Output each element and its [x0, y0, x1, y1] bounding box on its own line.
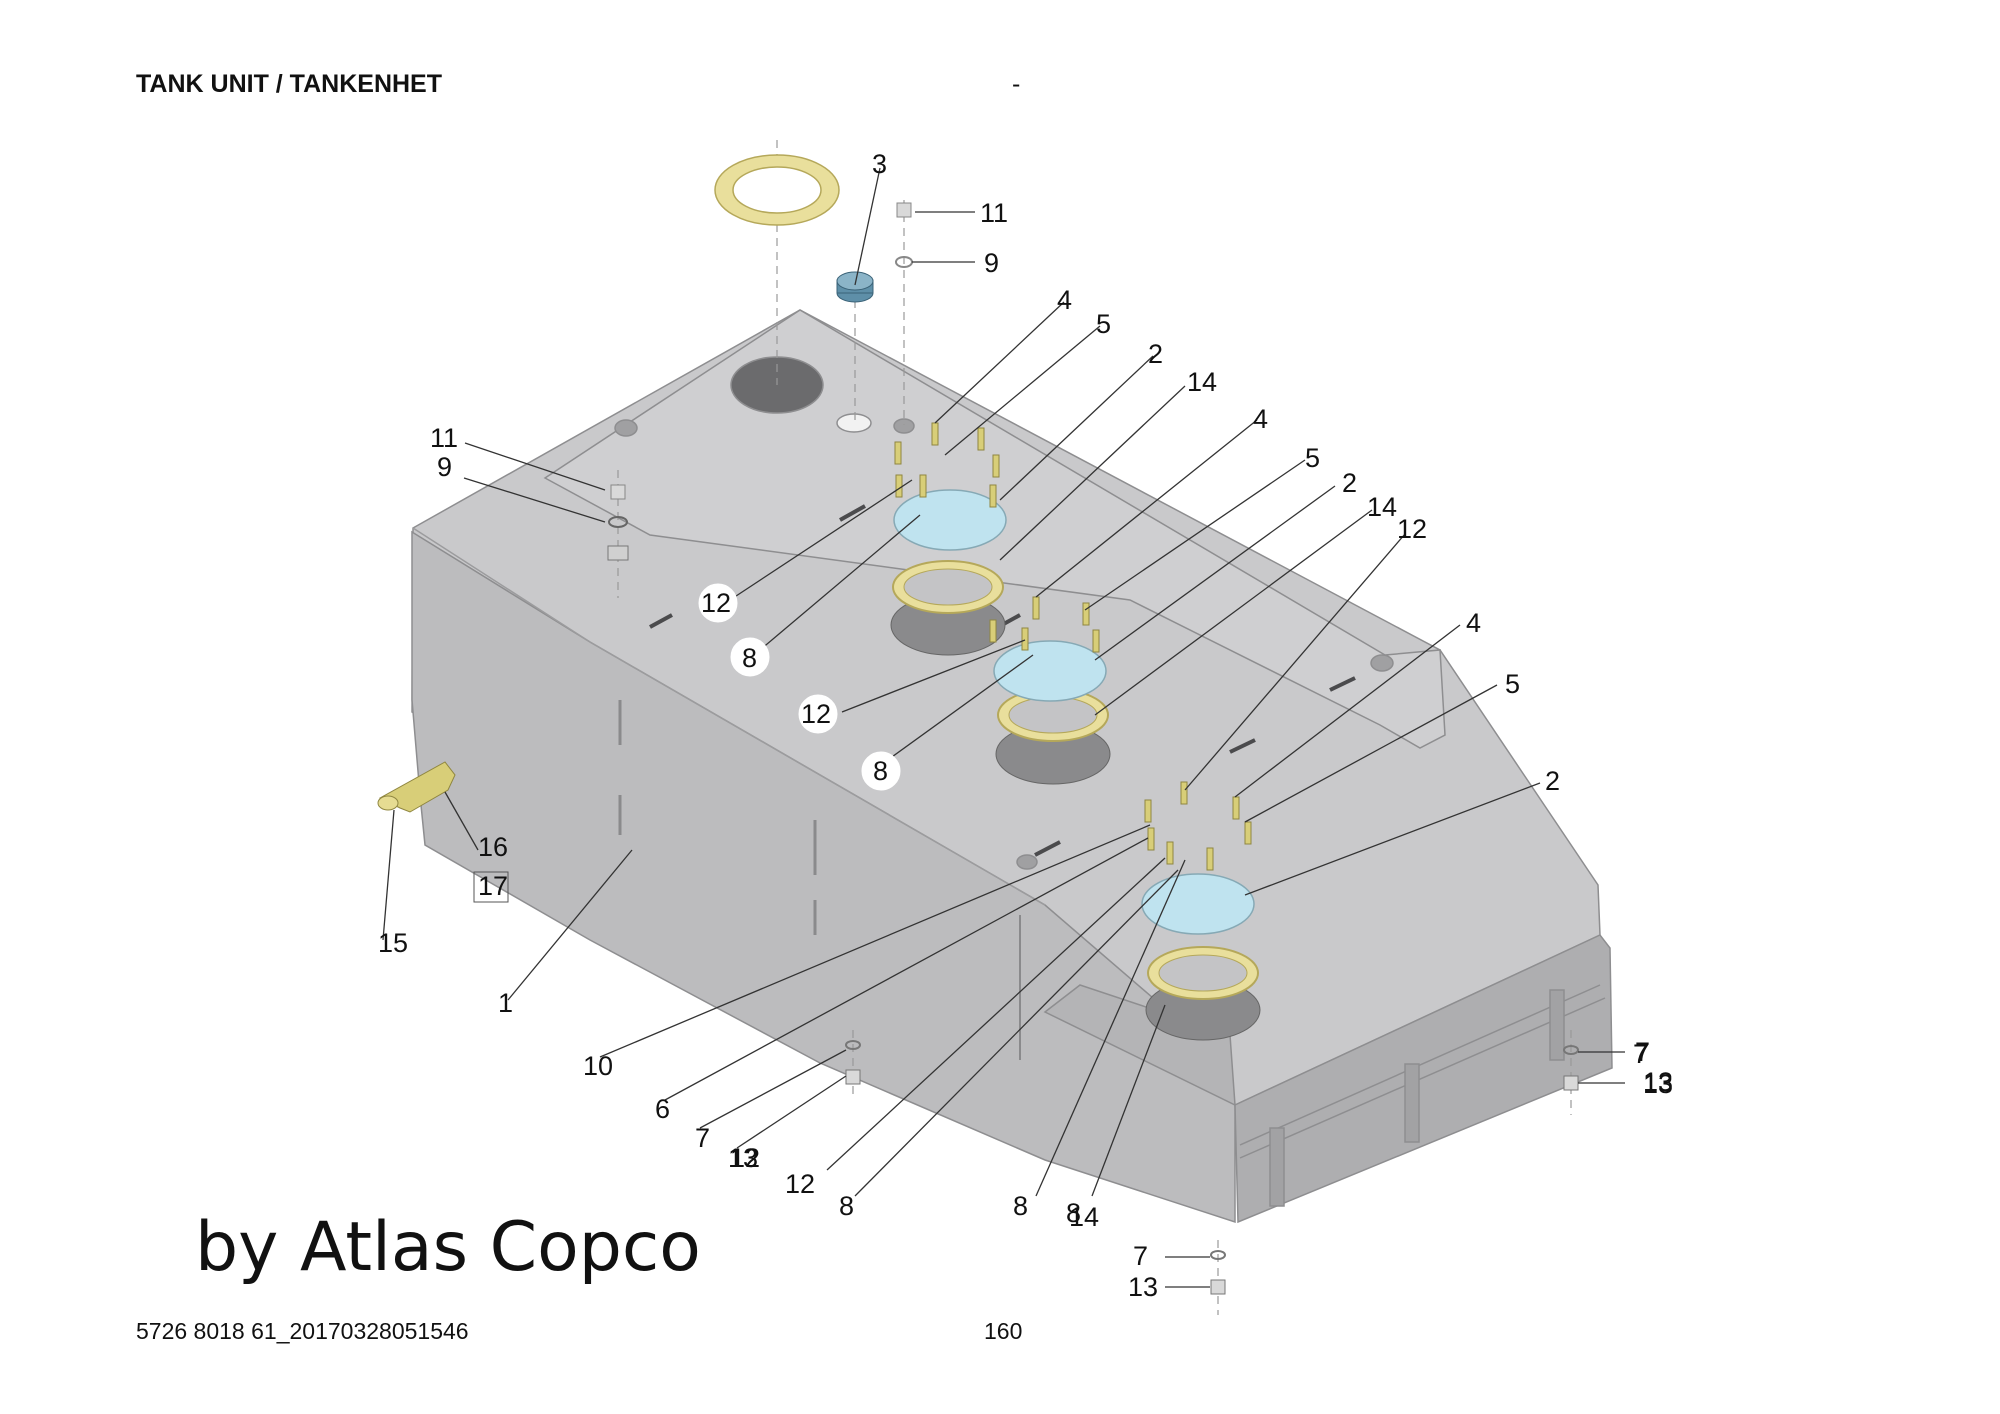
callout-discs — [698, 583, 901, 791]
part-label: 11 — [980, 198, 1008, 228]
boss — [1370, 654, 1394, 672]
part-label: 10 — [583, 1051, 613, 1081]
part-label: 3 — [872, 149, 887, 179]
leader-lines — [382, 167, 1625, 1288]
part-label: 12 — [785, 1169, 815, 1199]
part-label: 9 — [437, 452, 452, 482]
header-dash: - — [1012, 70, 1021, 98]
part-label: 8 — [839, 1191, 854, 1221]
label-box-17 — [473, 871, 509, 903]
flange-assembly-3 — [1141, 873, 1261, 1041]
tank-rib — [1404, 1063, 1420, 1143]
plug-left-stack — [607, 484, 629, 561]
filler-cap — [836, 271, 874, 303]
part-label: 8 — [1013, 1191, 1028, 1221]
part-label: 7 — [1635, 1037, 1650, 1067]
part-label: 8 — [742, 643, 757, 673]
flange-assembly-1 — [890, 489, 1007, 656]
watermark: by Atlas Copco — [195, 1208, 701, 1287]
part-label: 13 — [728, 1143, 758, 1173]
tank-rib — [1269, 1127, 1285, 1207]
part-label: 1 — [498, 988, 513, 1018]
part-label: 2 — [1342, 468, 1357, 498]
bolts — [894, 422, 1252, 871]
part-label: 13 — [1128, 1272, 1158, 1302]
page-number: 160 — [984, 1318, 1023, 1344]
part-label: 6 — [655, 1094, 670, 1124]
part-label: 4 — [1253, 404, 1268, 434]
part-label: 14 — [1367, 492, 1397, 522]
tank-rib-line — [1239, 997, 1606, 1159]
part-label: 13 — [1643, 1067, 1673, 1097]
part-label: 7 — [1133, 1241, 1148, 1271]
part-label: 12 — [801, 699, 831, 729]
part-label: 14 — [1187, 367, 1217, 397]
part-label: 7 — [695, 1123, 710, 1153]
part-label: 5 — [1096, 309, 1111, 339]
part-label: 8 — [1066, 1198, 1081, 1228]
part-label: 15 — [378, 928, 408, 958]
part-labels: 1 2 2 2 3 4 4 4 5 5 5 6 7 7 7 7 8 8 8 8 … — [378, 149, 1673, 1302]
part-label: 11 — [430, 423, 458, 453]
side-fitting — [377, 761, 456, 813]
part-label: 12 — [1397, 514, 1427, 544]
part-label: 16 — [478, 832, 508, 862]
document-id: 5726 8018 61_20170328051546 — [136, 1318, 469, 1344]
part-label: 17 — [478, 871, 508, 901]
vent-opening — [836, 413, 872, 433]
tank-rib — [1549, 989, 1565, 1061]
part-label: 4 — [1057, 285, 1072, 315]
flange-assembly-2 — [993, 640, 1111, 785]
boss — [893, 418, 915, 434]
part-label: 12 — [701, 588, 731, 618]
page-title: TANK UNIT / TANKENHET — [136, 70, 442, 98]
part-label: 5 — [1305, 443, 1320, 473]
part-label: 5 — [1505, 669, 1520, 699]
part-label: 7 — [1633, 1039, 1648, 1069]
part-label: 8 — [873, 756, 888, 786]
part-label: 4 — [1466, 608, 1481, 638]
part-label: 9 — [984, 248, 999, 278]
boss — [614, 419, 638, 437]
part-label: 14 — [1069, 1202, 1099, 1232]
part-label: 13 — [1643, 1069, 1673, 1099]
tank-right-lower — [1234, 934, 1613, 1224]
part-label: 12 — [730, 1143, 760, 1173]
part-label: 2 — [1148, 339, 1163, 369]
tank-rib-line — [1239, 984, 1601, 1146]
boss — [1016, 854, 1038, 870]
part-label: 2 — [1545, 766, 1560, 796]
tank-ridge-line — [412, 527, 1046, 906]
filler-gasket-ring — [714, 154, 840, 226]
